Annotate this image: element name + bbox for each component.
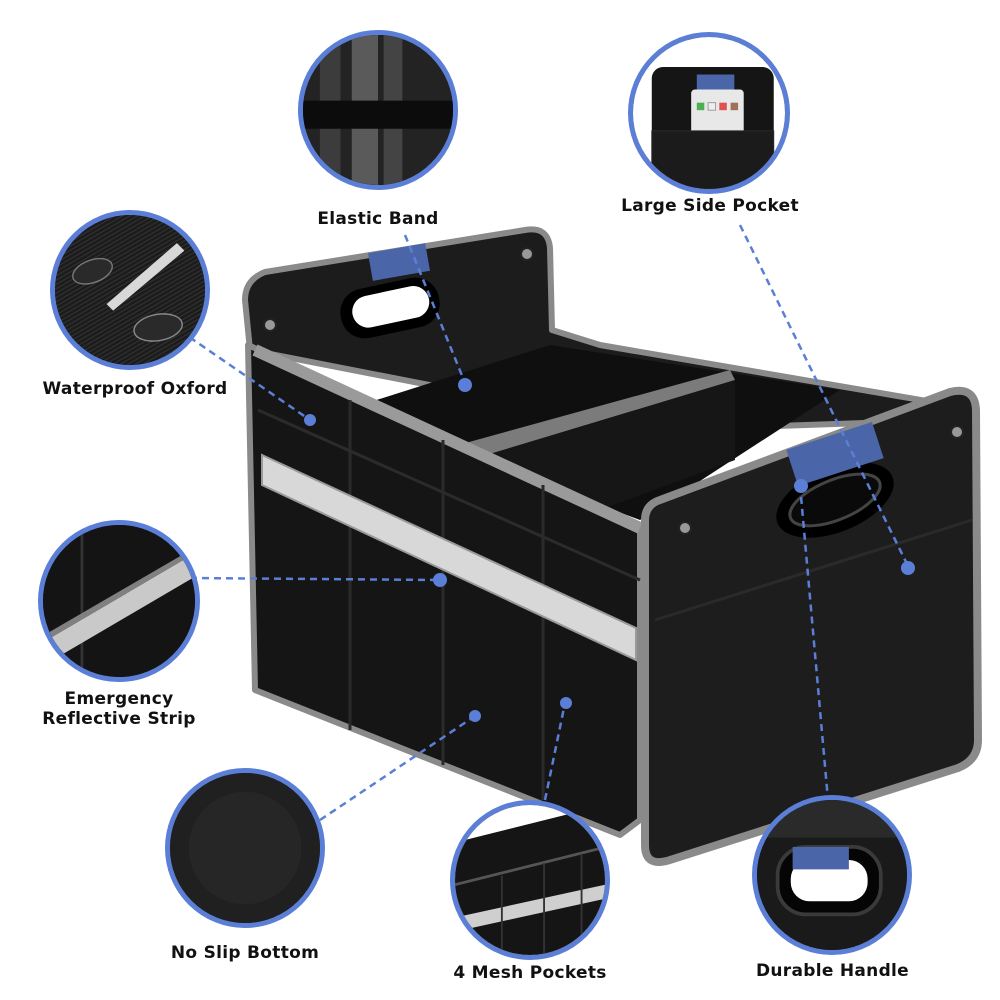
reflective-strip-closeup-icon — [38, 520, 200, 682]
durable-handle-label: Durable Handle — [755, 961, 910, 981]
no-slip-bottom-label: No Slip Bottom — [170, 943, 320, 963]
handle-closeup-icon — [752, 795, 912, 955]
mesh-pockets-label: 4 Mesh Pockets — [453, 963, 607, 983]
side-pocket-closeup-icon — [628, 32, 790, 194]
large-side-pocket-label: Large Side Pocket — [621, 196, 799, 216]
reflective-strip-label-line1: Emergency — [64, 689, 174, 709]
elastic-band-label: Elastic Band — [317, 209, 439, 229]
no-slip-bottom-closeup-icon — [165, 768, 325, 928]
elastic-band-closeup-icon — [298, 30, 458, 190]
waterproof-oxford-closeup-icon — [50, 210, 210, 370]
mesh-pockets-closeup-icon — [450, 800, 610, 960]
waterproof-oxford-label: Waterproof Oxford — [42, 379, 228, 399]
reflective-strip-label-line2: Reflective Strip — [42, 709, 196, 729]
